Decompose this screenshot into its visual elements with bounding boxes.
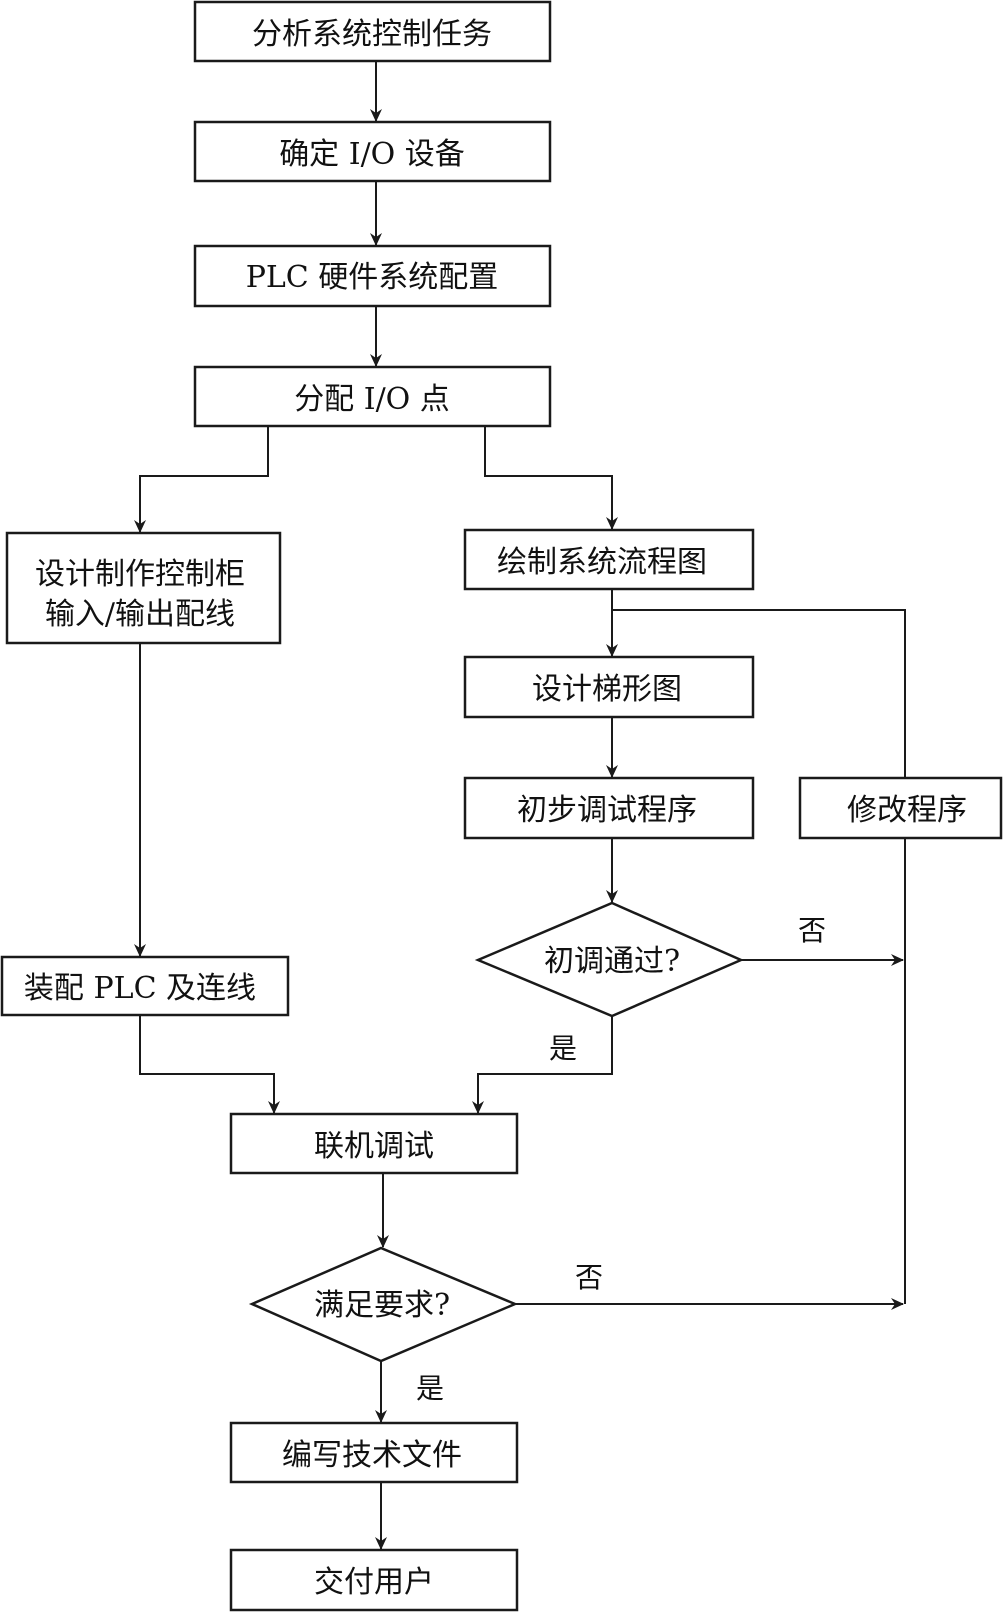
label-ladder: 设计梯形图 [532,672,682,707]
edge-assign-to-cabinet [134,426,269,533]
label-cabinet-line2: 输入/输出配线 [45,597,235,632]
edge-assign-to-drawflow [484,426,618,530]
label-analyze: 分析系统控制任务 [252,17,492,52]
box-modify [798,776,1003,840]
box-ladder [463,655,755,719]
box-joint-debug [229,1112,519,1175]
label-plc-config: PLC 硬件系统配置 [246,260,499,295]
edge-pass-yes-to-joint [472,1016,613,1114]
branch-label-no-2: 否 [575,1261,603,1294]
edge-modify-to-ladder-input [612,609,906,778]
box-plc-config [193,244,552,308]
box-initial-debug [463,776,755,840]
label-write-docs: 编写技术文件 [282,1438,462,1473]
box-assign-io [193,365,552,428]
box-deliver [229,1548,519,1612]
label-draw-flow: 绘制系统流程图 [497,545,707,580]
edge-assemble-to-joint [139,1015,280,1114]
branch-label-yes-2: 是 [416,1372,444,1405]
box-assemble [0,955,290,1017]
label-joint-debug: 联机调试 [314,1129,434,1164]
box-draw-flow [463,528,755,591]
label-initial-pass: 初调通过? [544,944,680,979]
branch-label-no-1: 否 [798,914,826,947]
label-meets-req: 满足要求? [314,1288,450,1323]
label-assign-io: 分配 I/O 点 [294,382,450,417]
branch-label-yes-1: 是 [549,1032,577,1065]
label-deliver: 交付用户 [314,1565,434,1600]
label-determine-io: 确定 I/O 设备 [279,137,465,172]
box-determine-io [193,120,552,183]
label-assemble: 装配 PLC 及连线 [24,971,256,1006]
box-analyze [193,0,552,63]
label-initial-debug: 初步调试程序 [517,793,697,828]
box-write-docs [229,1421,519,1484]
box-cabinet [5,531,282,645]
label-cabinet-line1: 设计制作控制柜 [35,557,245,592]
label-modify: 修改程序 [847,793,967,828]
